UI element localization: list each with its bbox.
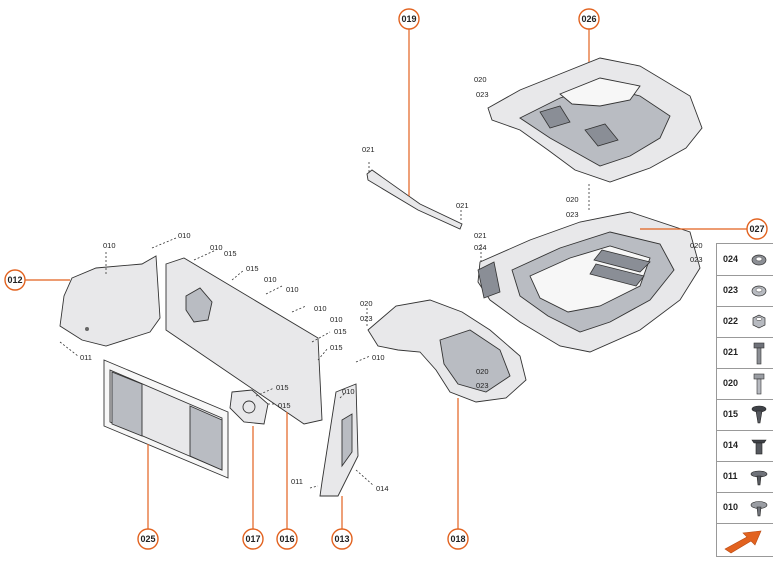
part-025-frame — [103, 359, 229, 479]
label-015: 015 — [246, 264, 259, 273]
label-020: 020 — [690, 241, 703, 250]
label-021: 021 — [474, 231, 487, 240]
nut-icon — [752, 314, 766, 329]
view-direction-arrow-icon[interactable] — [717, 523, 773, 556]
washer-flat-icon — [751, 254, 767, 266]
label-010: 010 — [264, 275, 277, 284]
part-018-bracket-shield — [367, 299, 527, 403]
svg-text:019: 019 — [401, 14, 416, 24]
callout-018[interactable]: 018 — [447, 528, 469, 550]
callout-013[interactable]: 013 — [331, 528, 353, 550]
label-010: 010 — [372, 353, 385, 362]
callout-012[interactable]: 012 — [4, 269, 26, 291]
label-020: 020 — [566, 195, 579, 204]
label-015: 015 — [330, 343, 343, 352]
label-021: 021 — [362, 145, 375, 154]
legend-code: 021 — [723, 347, 739, 357]
clip-icon — [750, 470, 768, 486]
label-010: 010 — [342, 387, 355, 396]
legend-row-011: 011 — [717, 461, 773, 493]
part-027-lower-shield — [477, 211, 701, 353]
label-015: 015 — [334, 327, 347, 336]
label-023: 023 — [690, 255, 703, 264]
label-010: 010 — [103, 241, 116, 250]
svg-text:016: 016 — [279, 534, 294, 544]
callout-026[interactable]: 026 — [578, 8, 600, 30]
label-015: 015 — [224, 249, 237, 258]
svg-text:018: 018 — [450, 534, 465, 544]
part-016-large-panel — [165, 257, 323, 425]
legend-code: 015 — [723, 409, 739, 419]
label-024: 024 — [474, 243, 487, 252]
part-013-bracket — [319, 383, 359, 497]
svg-text:026: 026 — [581, 14, 596, 24]
legend-code: 022 — [723, 316, 739, 326]
callout-016[interactable]: 016 — [276, 528, 298, 550]
washer-icon — [751, 285, 767, 297]
legend-row-015: 015 — [717, 399, 773, 431]
callout-019[interactable]: 019 — [398, 8, 420, 30]
label-011: 011 — [80, 353, 92, 362]
legend-row-024: 024 — [717, 244, 773, 276]
label-011: 011 — [291, 477, 303, 486]
label-010: 010 — [178, 231, 191, 240]
fastener-legend: 024 023 022 021 020 015 — [716, 243, 773, 557]
svg-text:025: 025 — [140, 534, 155, 544]
fastener-dashes — [59, 184, 590, 489]
callout-017[interactable]: 017 — [242, 528, 264, 550]
label-015: 015 — [276, 383, 289, 392]
part-012-side-panel — [59, 255, 161, 347]
label-010: 010 — [286, 285, 299, 294]
legend-row-021: 021 — [717, 337, 773, 369]
part-026-upper-shield — [487, 57, 703, 183]
label-010: 010 — [314, 304, 327, 313]
legend-row-023: 023 — [717, 275, 773, 307]
callout-027[interactable]: 027 — [746, 218, 768, 240]
legend-code: 011 — [723, 471, 738, 481]
legend-code: 024 — [723, 254, 739, 264]
legend-code: 010 — [723, 502, 739, 512]
legend-row-022: 022 — [717, 306, 773, 338]
svg-text:017: 017 — [245, 534, 260, 544]
legend-row-014: 014 — [717, 430, 773, 462]
legend-code: 014 — [723, 440, 739, 450]
rivet-icon — [751, 439, 767, 455]
label-010: 010 — [330, 315, 343, 324]
svg-text:027: 027 — [749, 224, 764, 234]
label-015: 015 — [278, 401, 291, 410]
clip-push-icon — [751, 405, 767, 424]
part-017-small-plate — [229, 389, 269, 425]
part-019-rod — [366, 162, 463, 230]
label-020: 020 — [476, 367, 489, 376]
label-020: 020 — [474, 75, 487, 84]
label-021: 021 — [456, 201, 469, 210]
label-023: 023 — [566, 210, 579, 219]
clip-round-icon — [750, 501, 768, 517]
legend-code: 020 — [723, 378, 739, 388]
label-023: 023 — [476, 381, 489, 390]
label-023: 023 — [360, 314, 373, 323]
label-014: 014 — [376, 484, 389, 493]
label-010: 010 — [210, 243, 223, 252]
label-023: 023 — [476, 90, 489, 99]
svg-text:012: 012 — [7, 275, 22, 285]
legend-code: 023 — [723, 285, 739, 295]
bolt-icon — [753, 373, 765, 395]
label-020: 020 — [360, 299, 373, 308]
bolt-long-icon — [753, 342, 765, 365]
legend-row-020: 020 — [717, 368, 773, 400]
legend-row-010: 010 — [717, 492, 773, 524]
part-number-labels: 021 021 021 024 010 010 010 010 010 010 … — [80, 75, 703, 493]
leader-lines — [24, 26, 748, 530]
svg-text:013: 013 — [334, 534, 349, 544]
callout-025[interactable]: 025 — [137, 528, 159, 550]
